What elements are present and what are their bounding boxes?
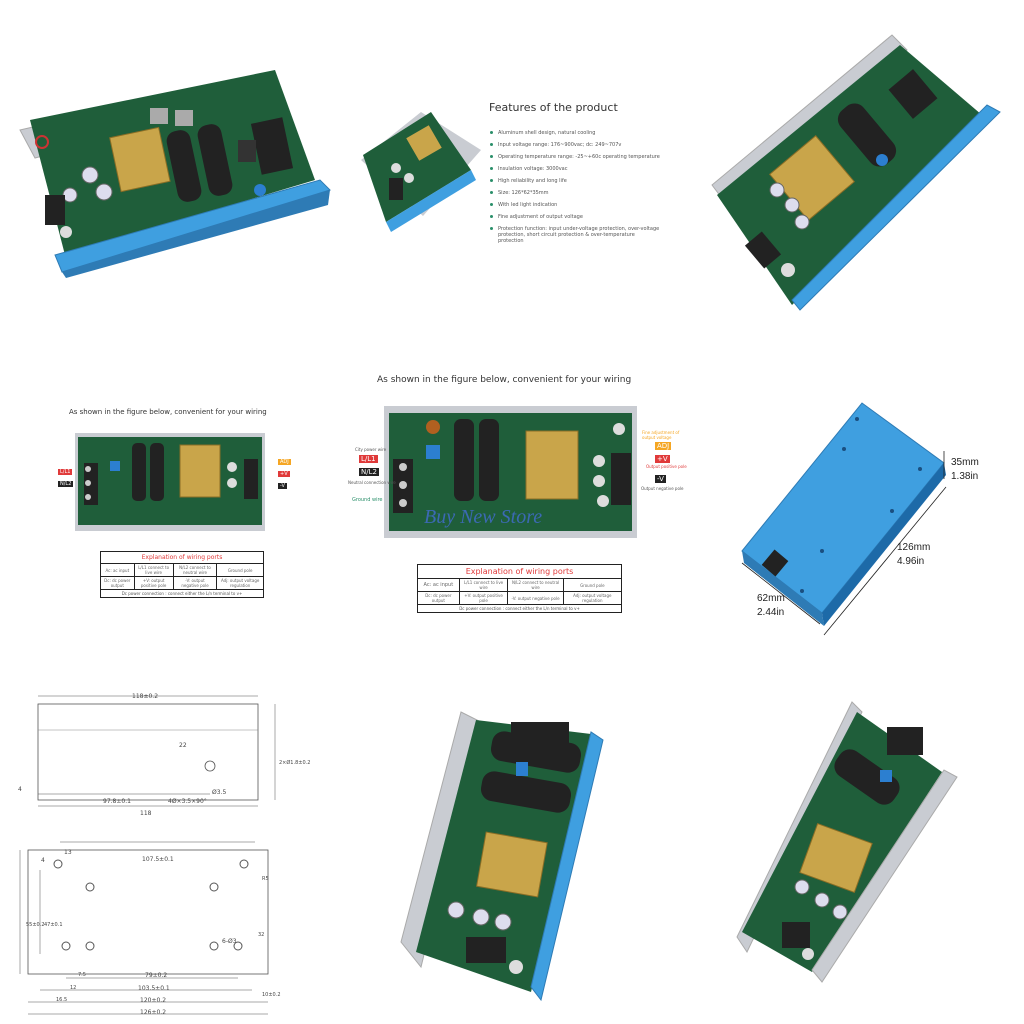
drawing-r: R5 bbox=[262, 876, 269, 882]
label-l1: L/L1 bbox=[58, 469, 73, 475]
label-vminus-text: Output negative pole bbox=[641, 486, 684, 491]
label-vminus: -V bbox=[278, 483, 287, 489]
drawing-s2: 12 bbox=[70, 985, 77, 991]
drawing-side: 22 bbox=[179, 742, 187, 749]
drawing-left-b: 4 bbox=[41, 857, 45, 864]
dim-height-mm: 35mm bbox=[951, 457, 979, 468]
drawing-left: 4 bbox=[18, 786, 22, 793]
drawing-d2: 103.5±0.1 bbox=[138, 985, 170, 992]
product-photo-1 bbox=[0, 0, 341, 341]
drawing-d1: 79±0.2 bbox=[145, 972, 168, 979]
wiring-diagram-large bbox=[341, 341, 682, 682]
label-ground: Ground wire bbox=[352, 497, 383, 503]
drawing-s1: 7.5 bbox=[78, 972, 86, 978]
dimensions-render bbox=[682, 341, 1023, 682]
drawing-s4: 32 bbox=[258, 932, 265, 938]
dim-width-in: 2.44in bbox=[757, 607, 785, 618]
label-l1-large: L/L1 bbox=[359, 455, 378, 463]
features-title: Features of the product bbox=[489, 101, 618, 114]
drawing-d3: 120±0.2 bbox=[140, 997, 167, 1004]
dim-height-in: 1.38in bbox=[951, 471, 979, 482]
drawing-s5: 10±0.2 bbox=[262, 992, 281, 998]
wiring-diagram-small bbox=[0, 341, 341, 682]
feature-item: High reliability and long life bbox=[490, 178, 660, 184]
label-n: N/L2 bbox=[58, 481, 74, 487]
drawing-hole2: 4Ø×3.5×90° bbox=[168, 798, 207, 805]
label-vplus-large: +V bbox=[655, 455, 670, 463]
product-photo-4 bbox=[682, 682, 1023, 1023]
label-n-large: N/L2 bbox=[359, 468, 379, 476]
feature-item: With led light indication bbox=[490, 202, 660, 208]
feature-item: Input voltage range: 176~900vac; dc: 249… bbox=[490, 142, 660, 148]
technical-drawing bbox=[0, 682, 341, 1023]
drawing-d4: 126±0.2 bbox=[140, 1009, 167, 1016]
dim-width-mm: 62mm bbox=[757, 593, 785, 604]
drawing-hole: Ø3.5 bbox=[212, 789, 227, 796]
watermark: Buy New Store bbox=[424, 506, 543, 528]
drawing-bottom: 118 bbox=[140, 810, 152, 817]
drawing-s3: 16.5 bbox=[56, 997, 68, 1003]
feature-item: Size: 126*62*35mm bbox=[490, 190, 660, 196]
drawing-h1: 55±0.2 bbox=[26, 922, 45, 928]
drawing-bottom-hole: 6-Ø3 bbox=[222, 938, 237, 945]
label-vminus-large: -V bbox=[655, 475, 666, 483]
label-vplus-text: Output positive pole bbox=[646, 464, 687, 469]
label-city-power: City power wire bbox=[355, 447, 387, 452]
label-adj: ADJ bbox=[278, 459, 291, 465]
drawing-left-a: 13 bbox=[64, 849, 72, 856]
drawing-overall: 118±0.2 bbox=[132, 693, 159, 700]
drawing-top-dim: 107.5±0.1 bbox=[142, 856, 174, 863]
label-adj-large: ADJ bbox=[655, 442, 672, 450]
dim-length-mm: 126mm bbox=[897, 542, 931, 553]
wiring-caption-large: As shown in the figure below, convenient… bbox=[377, 375, 632, 385]
drawing-right: 2×Ø1.8±0.2 bbox=[279, 760, 311, 766]
feature-item: Operating temperature range: -25~+60c op… bbox=[490, 154, 660, 160]
wiring-table-small: Explanation of wiring ports Ac: ac input… bbox=[100, 551, 264, 598]
feature-item: Insulation voltage: 3000vac bbox=[490, 166, 660, 172]
dim-length-in: 4.96in bbox=[897, 556, 925, 567]
label-vplus: +V bbox=[278, 471, 290, 477]
drawing-h2: 47±0.1 bbox=[44, 922, 63, 928]
feature-item: Aluminum shell design, natural cooling bbox=[490, 130, 660, 136]
drawing-inner: 97.8±0.1 bbox=[103, 798, 131, 805]
product-photo-2 bbox=[682, 0, 1023, 341]
features-panel bbox=[341, 0, 682, 341]
wiring-table-large: Explanation of wiring ports Ac: ac input… bbox=[417, 564, 623, 613]
features-list: Aluminum shell design, natural cooling I… bbox=[490, 130, 660, 250]
label-adj-note: Fine adjustment of output voltage bbox=[642, 430, 680, 440]
product-photo-3 bbox=[341, 682, 682, 1023]
wiring-caption-small: As shown in the figure below, convenient… bbox=[69, 408, 267, 416]
feature-item: Protection function: input under-voltage… bbox=[490, 226, 660, 244]
feature-item: Fine adjustment of output voltage bbox=[490, 214, 660, 220]
label-neutral: Neutral connection wire bbox=[348, 480, 396, 485]
